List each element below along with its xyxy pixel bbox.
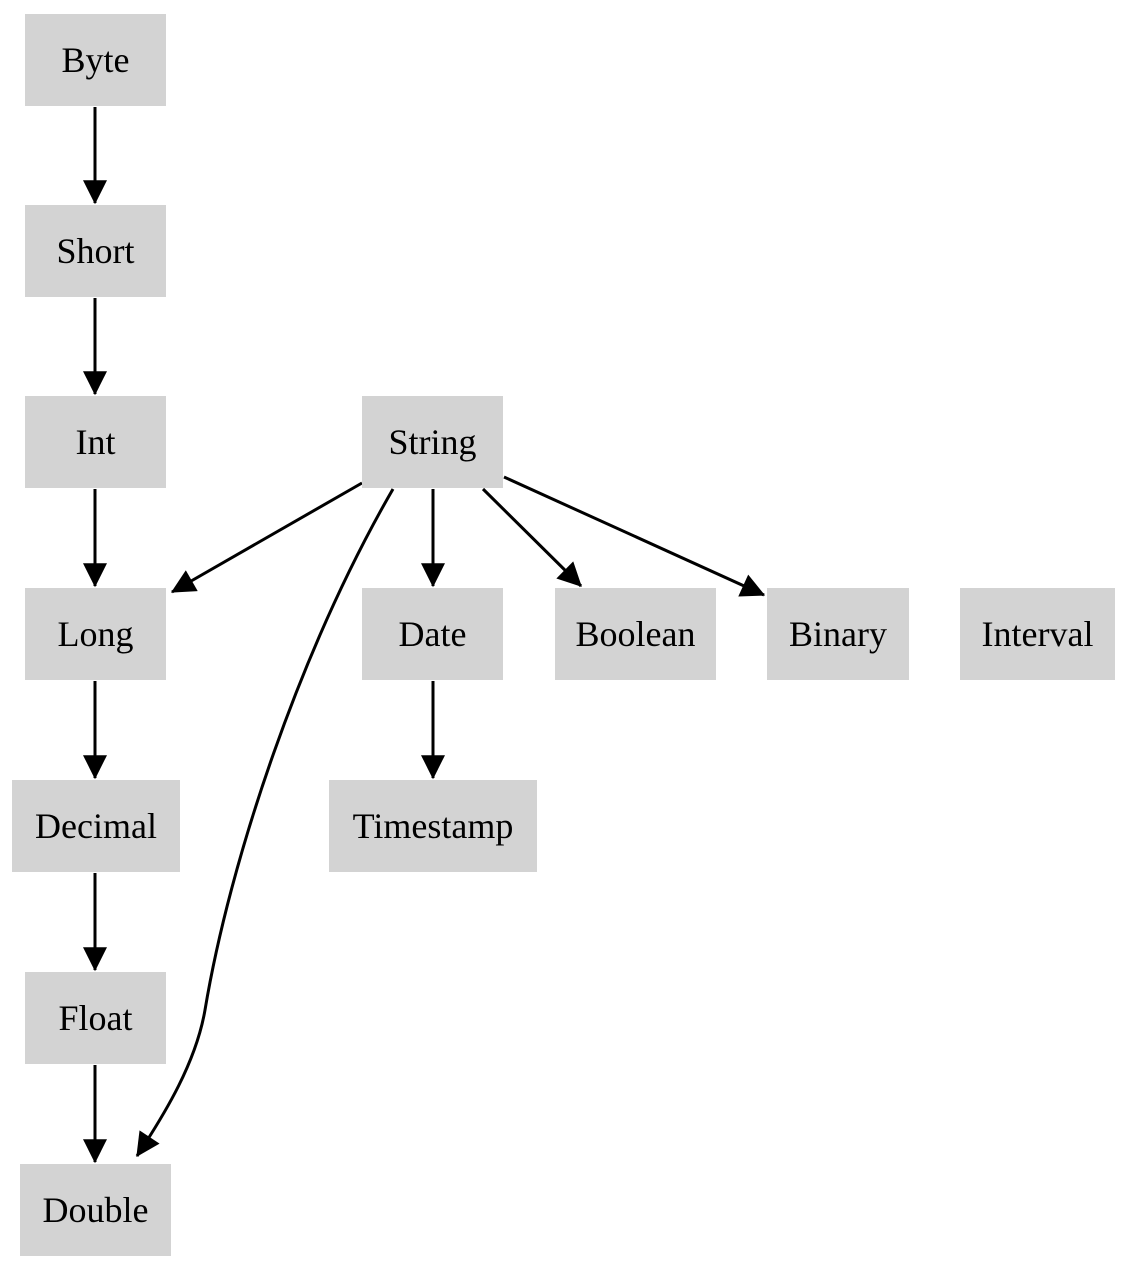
node-boolean: Boolean <box>555 588 716 680</box>
node-timestamp: Timestamp <box>329 780 537 872</box>
node-binary: Binary <box>767 588 909 680</box>
node-byte: Byte <box>25 14 166 106</box>
node-double: Double <box>20 1164 171 1256</box>
node-decimal: Decimal <box>12 780 180 872</box>
node-int: Int <box>25 396 166 488</box>
node-float: Float <box>25 972 166 1064</box>
edge-string-to-long <box>170 481 363 594</box>
node-long: Long <box>25 588 166 680</box>
node-short: Short <box>25 205 166 297</box>
node-interval: Interval <box>960 588 1115 680</box>
node-date: Date <box>362 588 503 680</box>
edge-string-to-boolean <box>481 487 583 588</box>
node-string: String <box>362 396 503 488</box>
edge-string-to-binary <box>503 475 766 597</box>
